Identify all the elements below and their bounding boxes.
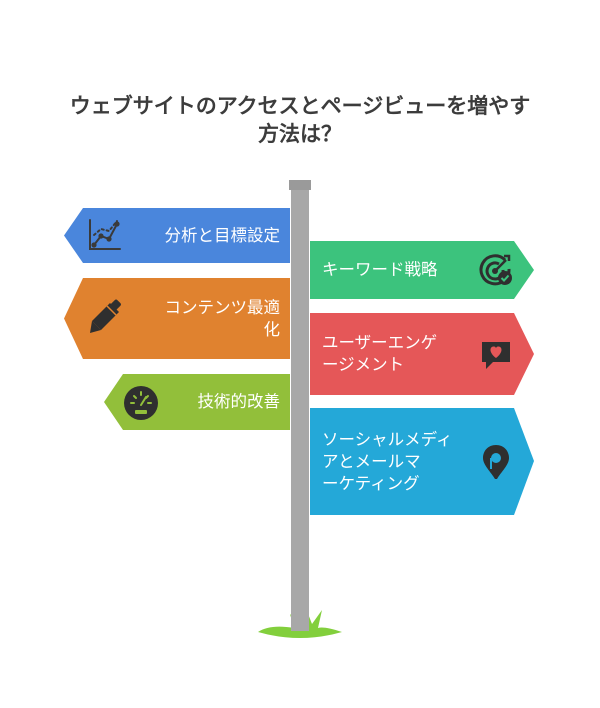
sign-label-keyword-strategy: キーワード戦略 bbox=[322, 241, 472, 299]
sign-text: キーワード戦略 bbox=[322, 260, 438, 279]
sign-text: 技術的改善 bbox=[197, 392, 281, 411]
line-chart-icon bbox=[89, 219, 121, 250]
sign-text: ユーザーエンゲ bbox=[322, 333, 438, 352]
sign-label-technical-improvement: 技術的改善 bbox=[170, 374, 281, 430]
title-line-1: ウェブサイトのアクセスとページビューを増やす bbox=[69, 94, 531, 118]
signpost-pole bbox=[291, 188, 309, 631]
diagram-title: ウェブサイトのアクセスとページビューを増やす 方法は？ bbox=[0, 92, 600, 148]
signpost-pole-cap bbox=[289, 180, 311, 190]
sign-text: ーケティング bbox=[322, 473, 420, 493]
map-pin-icon bbox=[483, 445, 509, 479]
sign-content-optimization bbox=[64, 278, 290, 359]
sign-text: ージメント bbox=[322, 355, 405, 374]
pen-icon bbox=[90, 299, 121, 333]
speedometer-icon bbox=[124, 386, 158, 420]
sign-label-user-engagement: ユーザーエンゲ ージメント bbox=[322, 313, 472, 395]
sign-user-engagement bbox=[310, 313, 534, 395]
sign-text: アとメールマ bbox=[322, 451, 421, 471]
sign-text: ソーシャルメディ bbox=[322, 429, 453, 449]
sign-label-content-optimization: コンテンツ最適 化 bbox=[120, 278, 281, 359]
target-check-icon bbox=[479, 254, 512, 286]
sign-keyword-strategy bbox=[310, 241, 534, 299]
sign-text: 化 bbox=[263, 319, 281, 339]
sign-label-analysis-goals: 分析と目標設定 bbox=[130, 208, 281, 263]
heart-chat-icon bbox=[482, 342, 510, 369]
sign-label-social-email-marketing: ソーシャルメディ アとメールマ ーケティング bbox=[322, 408, 472, 515]
sign-text: 分析と目標設定 bbox=[164, 225, 281, 245]
sign-social-email-marketing bbox=[310, 408, 534, 515]
title-line-2: 方法は？ bbox=[258, 122, 342, 146]
grass-tuft bbox=[258, 606, 342, 638]
sign-text: コンテンツ最適 bbox=[164, 297, 281, 317]
